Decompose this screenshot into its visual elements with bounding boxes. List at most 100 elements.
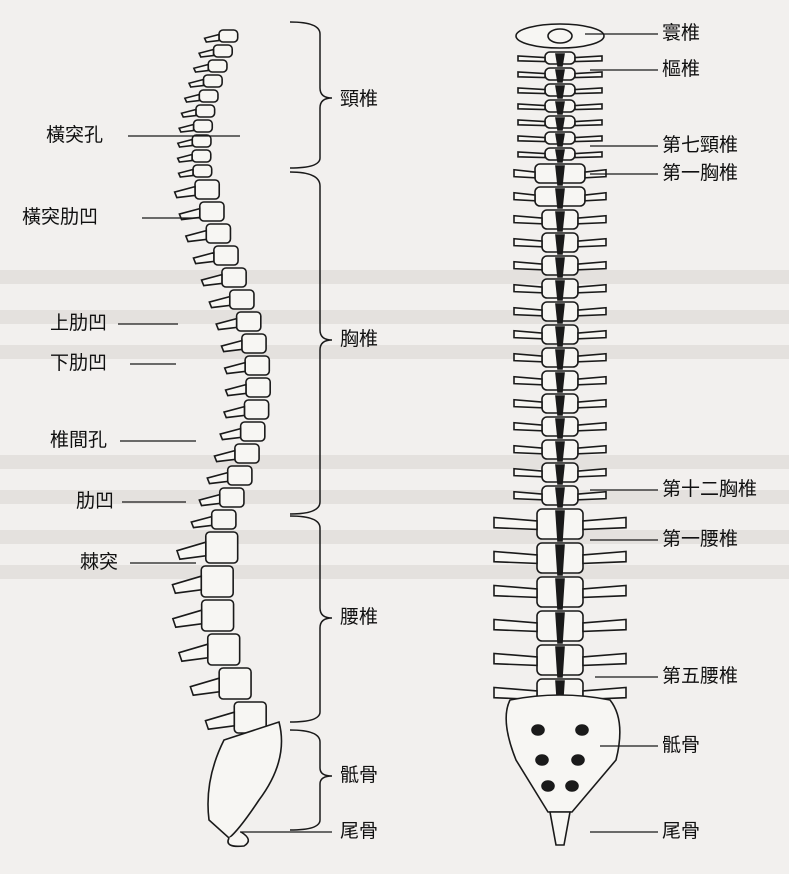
lateral-process — [205, 712, 234, 729]
posterior-transverse-left — [518, 120, 545, 126]
posterior-spinous — [556, 235, 564, 254]
lateral-process — [173, 610, 202, 627]
posterior-transverse-left — [514, 239, 542, 247]
lateral-process — [186, 231, 206, 242]
posterior-transverse-left — [514, 308, 542, 316]
label-coccyx-region: 尾骨 — [340, 822, 378, 841]
posterior-transverse-right — [583, 620, 626, 632]
posterior-spinous — [556, 86, 564, 98]
posterior-transverse-right — [578, 446, 606, 454]
posterior-spinous — [556, 327, 564, 346]
lateral-vertebra-body — [206, 224, 230, 243]
lateral-process — [214, 451, 234, 462]
lateral-process — [225, 363, 245, 374]
posterior-spinous — [556, 150, 564, 162]
label-coccyx: 尾骨 — [662, 822, 700, 841]
lateral-vertebra-body — [214, 246, 238, 265]
posterior-transverse-left — [518, 72, 545, 78]
posterior-transverse-right — [585, 193, 606, 201]
posterior-transverse-right — [578, 492, 606, 500]
posterior-transverse-left — [514, 285, 542, 293]
lateral-process — [205, 35, 219, 43]
lateral-process — [194, 65, 208, 73]
lateral-vertebra-body — [208, 60, 227, 72]
posterior-transverse-right — [575, 104, 602, 110]
posterior-transverse-left — [514, 193, 535, 201]
label-l1: 第一腰椎 — [662, 530, 738, 549]
lateral-vertebra-body — [241, 422, 265, 441]
lateral-process — [179, 125, 193, 133]
label-sacrum: 骶骨 — [662, 736, 700, 755]
posterior-spinous — [556, 118, 564, 130]
posterior-transverse-left — [514, 354, 542, 362]
posterior-transverse-left — [518, 56, 545, 62]
posterior-spinous — [556, 647, 564, 677]
lateral-sacrum — [208, 722, 282, 838]
lateral-vertebra-body — [194, 120, 213, 132]
posterior-transverse-left — [514, 331, 542, 339]
posterior-spinous — [556, 488, 564, 507]
lateral-process — [178, 155, 192, 163]
lateral-process — [193, 253, 213, 264]
posterior-transverse-left — [494, 586, 537, 598]
label-atlas: 寰椎 — [662, 24, 700, 43]
lateral-process — [185, 95, 199, 103]
posterior-transverse-left — [518, 152, 545, 158]
lateral-process — [207, 473, 227, 484]
sacral-foramen — [532, 725, 544, 735]
posterior-spinous — [556, 258, 564, 277]
posterior-transverse-left — [514, 492, 542, 500]
posterior-transverse-left — [514, 216, 542, 224]
lateral-process — [179, 170, 193, 178]
bracket-cervical — [290, 22, 332, 168]
lateral-vertebra-body — [214, 45, 233, 57]
lateral-vertebra-body — [237, 312, 261, 331]
posterior-transverse-right — [575, 152, 602, 158]
lateral-vertebra-body — [228, 466, 252, 485]
posterior-transverse-right — [575, 120, 602, 126]
posterior-spinous — [556, 545, 564, 575]
posterior-coccyx — [550, 812, 570, 845]
sacral-foramen — [572, 755, 584, 765]
posterior-spinous — [556, 511, 564, 541]
posterior-spinous — [556, 166, 564, 185]
posterior-transverse-right — [578, 239, 606, 247]
posterior-transverse-left — [518, 104, 545, 110]
posterior-transverse-left — [514, 423, 542, 431]
lateral-vertebra-body — [245, 356, 269, 375]
posterior-transverse-left — [518, 88, 545, 94]
posterior-spinous — [556, 419, 564, 438]
label-cervical-region: 頸椎 — [340, 90, 378, 109]
label-transverse-costal-facet: 橫突肋凹 — [22, 208, 98, 227]
label-superior-costal-facet: 上肋凹 — [50, 314, 107, 333]
posterior-spinous — [556, 134, 564, 146]
label-intervertebral-foramen: 椎間孔 — [50, 431, 107, 450]
sacral-foramen — [536, 755, 548, 765]
lateral-vertebra-body — [200, 202, 224, 221]
lateral-process — [190, 678, 219, 695]
posterior-transverse-left — [514, 446, 542, 454]
lateral-process — [226, 385, 246, 396]
lateral-vertebra-body — [230, 290, 254, 309]
posterior-transverse-right — [578, 423, 606, 431]
lateral-process — [224, 407, 244, 418]
posterior-transverse-right — [583, 654, 626, 666]
posterior-transverse-right — [575, 136, 602, 142]
posterior-transverse-left — [514, 377, 542, 385]
lateral-process — [221, 341, 241, 352]
posterior-spinous — [556, 70, 564, 82]
lateral-process — [220, 429, 240, 440]
posterior-transverse-right — [575, 56, 602, 62]
label-costal-facet: 肋凹 — [76, 492, 114, 511]
lateral-spine-view — [172, 30, 281, 846]
lateral-process — [191, 517, 211, 528]
posterior-transverse-right — [578, 262, 606, 270]
posterior-transverse-right — [575, 72, 602, 78]
posterior-transverse-right — [583, 552, 626, 564]
posterior-spinous — [556, 102, 564, 114]
sacral-foramen — [576, 725, 588, 735]
posterior-transverse-right — [578, 285, 606, 293]
posterior-spinous — [556, 212, 564, 231]
posterior-spinous — [556, 304, 564, 323]
lateral-vertebra-body — [212, 510, 236, 529]
